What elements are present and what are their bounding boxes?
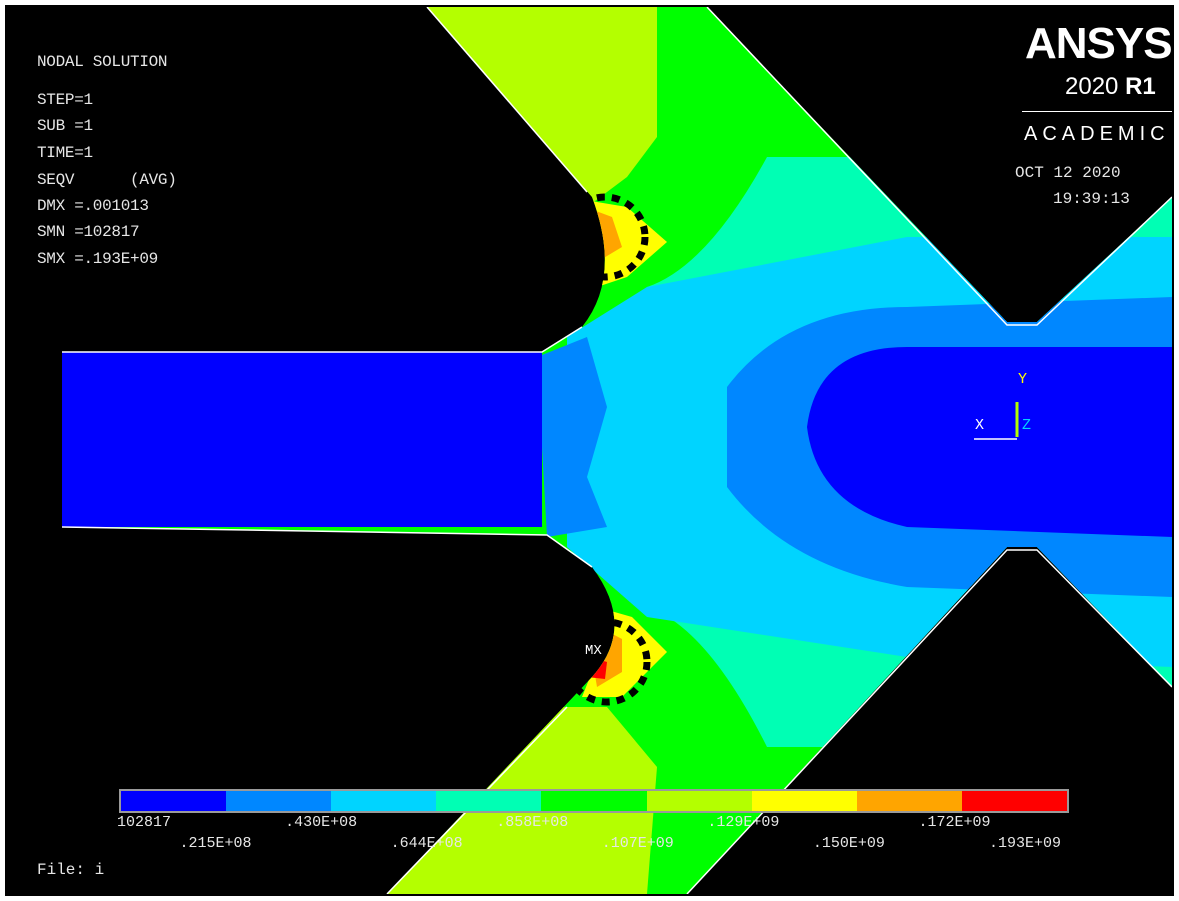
axis-y-label: Y bbox=[1018, 371, 1028, 388]
sub-label: SUB =1 bbox=[37, 117, 93, 135]
edition-label: ACADEMIC bbox=[1024, 123, 1170, 145]
contour-plot[interactable] bbox=[7, 7, 1172, 894]
legend-label-bottom-2: .644E+08 bbox=[390, 835, 463, 852]
nodal-solution-title: NODAL SOLUTION bbox=[37, 53, 168, 71]
version-year: 2020 bbox=[1065, 73, 1119, 100]
logo-divider bbox=[1022, 111, 1172, 112]
contour-band-2-neck bbox=[537, 337, 607, 537]
arm-edge-right-bottom bbox=[686, 549, 1172, 894]
legend-label-top-2: .430E+08 bbox=[285, 814, 358, 831]
result-label: SEQV (AVG) bbox=[37, 171, 177, 189]
legend-swatch-1 bbox=[121, 791, 227, 811]
legend-label-top-3: .858E+08 bbox=[496, 814, 569, 831]
release-label: R1 bbox=[1125, 73, 1156, 100]
shaft-edge-bottom bbox=[61, 526, 593, 568]
legend-label-top-5: .172E+09 bbox=[918, 814, 991, 831]
contour-band-9-bottom bbox=[587, 657, 607, 679]
smx-label: SMX =.193E+09 bbox=[37, 250, 158, 268]
legend-swatch-4 bbox=[436, 791, 542, 811]
legend-label-bottom-4: .150E+09 bbox=[812, 835, 885, 852]
file-label: File: i bbox=[37, 861, 105, 879]
legend-swatch-8 bbox=[856, 791, 962, 811]
dmx-label: DMX =.001013 bbox=[37, 197, 149, 215]
axis-triad bbox=[974, 402, 1019, 440]
graphics-window[interactable]: NODAL SOLUTION STEP=1 SUB =1 TIME=1 SEQV… bbox=[7, 7, 1172, 894]
step-label: STEP=1 bbox=[37, 91, 93, 109]
highlight-circle-top bbox=[561, 193, 649, 281]
ansys-logo: ANSYS bbox=[1025, 19, 1172, 68]
contour-legend-bar bbox=[119, 789, 1069, 813]
date-label: OCT 12 2020 bbox=[1015, 164, 1121, 182]
stress-contour-body bbox=[62, 7, 1172, 894]
axis-x-label: X bbox=[975, 417, 985, 434]
arm-edge-right-top bbox=[706, 7, 1172, 326]
legend-swatch-7 bbox=[751, 791, 857, 811]
axis-z-label: Z bbox=[1022, 417, 1032, 434]
contour-band-6-top bbox=[407, 7, 657, 207]
contour-band-9-top bbox=[577, 207, 597, 232]
legend-swatch-3 bbox=[331, 791, 437, 811]
legend-swatch-6 bbox=[646, 791, 752, 811]
legend-label-bottom-5: .193E+09 bbox=[989, 835, 1062, 852]
legend-label-top-4: .129E+09 bbox=[707, 814, 780, 831]
shaft-edge-top bbox=[62, 326, 583, 353]
legend-label-bottom-1: .215E+08 bbox=[179, 835, 252, 852]
time-stamp: 19:39:13 bbox=[1053, 190, 1130, 208]
legend-label-top-1: 102817 bbox=[117, 814, 172, 831]
smn-label: SMN =102817 bbox=[37, 223, 140, 241]
contour-band-1-shaft bbox=[62, 352, 542, 527]
legend-swatch-5 bbox=[541, 791, 647, 811]
legend-swatch-9 bbox=[961, 791, 1067, 811]
version-label: 2020 R1 bbox=[1065, 73, 1156, 101]
legend-label-bottom-3: .107E+09 bbox=[601, 835, 674, 852]
max-marker-label: MX bbox=[585, 643, 602, 659]
arm-edge-top bbox=[426, 7, 588, 193]
time-label: TIME=1 bbox=[37, 144, 93, 162]
highlight-circle-bottom bbox=[563, 618, 651, 706]
legend-swatch-2 bbox=[226, 791, 332, 811]
contour-band-1-right bbox=[807, 347, 1172, 537]
